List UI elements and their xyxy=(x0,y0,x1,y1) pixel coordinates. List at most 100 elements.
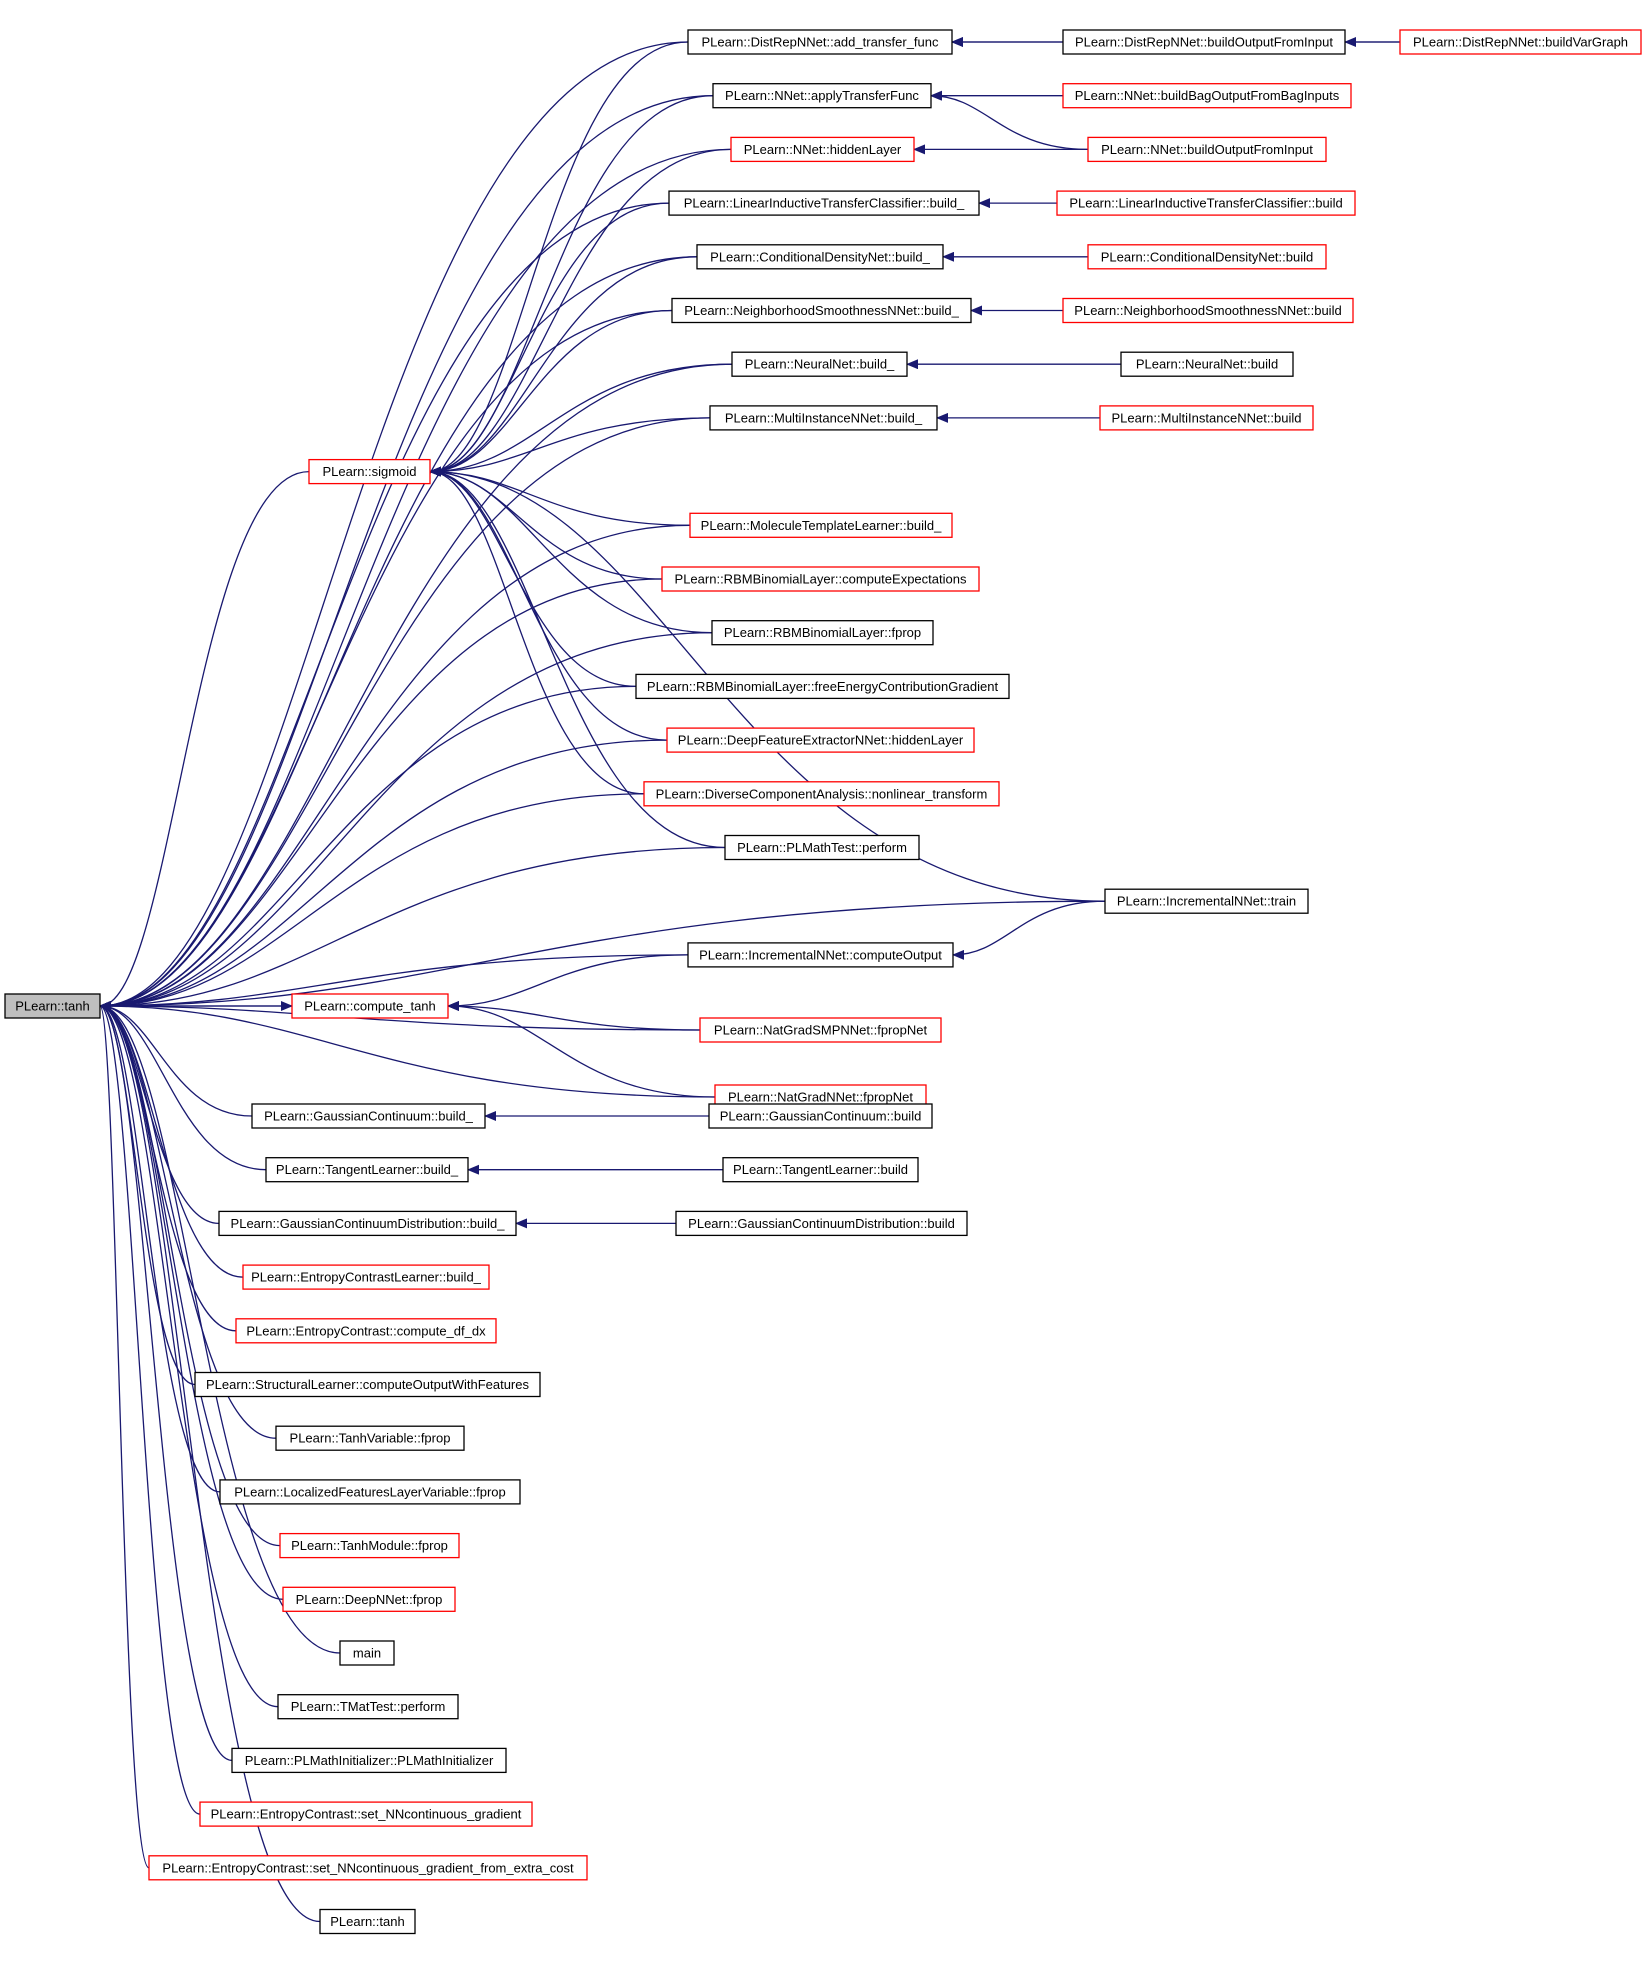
node-box xyxy=(277,1694,459,1720)
node-box xyxy=(671,297,972,324)
function-node[interactable]: PLearn::LinearInductiveTransferClassifie… xyxy=(1056,190,1356,216)
edge-n16-to-n0 xyxy=(99,417,711,1011)
edge-n1-to-n0 xyxy=(99,41,689,1011)
edge-n4-to-n0 xyxy=(99,95,714,1011)
function-node[interactable]: PLearn::DeepFeatureExtractorNNet::hidden… xyxy=(666,727,975,753)
function-node[interactable]: PLearn::NeuralNet::build xyxy=(1120,351,1294,377)
function-node[interactable]: PLearn::TangentLearner::build xyxy=(722,1157,919,1183)
function-node[interactable]: PLearn::IncrementalNNet::computeOutput xyxy=(687,942,954,968)
function-node[interactable]: PLearn::IncrementalNNet::train xyxy=(1104,888,1309,914)
edge-n22-to-n0 xyxy=(99,685,637,1011)
function-node[interactable]: PLearn::DistRepNNet::buildVarGraph xyxy=(1399,29,1642,55)
function-node[interactable]: PLearn::EntropyContrast::compute_df_dx xyxy=(235,1318,497,1344)
node-box xyxy=(231,1747,507,1774)
node-label: PLearn::EntropyContrast::set_NNcontinuou… xyxy=(162,1860,574,1875)
function-node[interactable]: PLearn::NeighborhoodSmoothnessNNet::buil… xyxy=(1062,297,1354,324)
function-node[interactable]: PLearn::LocalizedFeaturesLayerVariable::… xyxy=(219,1479,521,1505)
function-node[interactable]: PLearn::TanhModule::fprop xyxy=(279,1532,460,1559)
function-node[interactable]: PLearn::RBMBinomialLayer::freeEnergyCont… xyxy=(635,673,1010,700)
node-label: PLearn::NeighborhoodSmoothnessNNet::buil… xyxy=(684,303,959,318)
function-node[interactable]: PLearn::PLMathTest::perform xyxy=(724,834,920,861)
function-node[interactable]: PLearn::MultiInstanceNNet::build_ xyxy=(709,405,938,431)
node-label: PLearn::NatGradNNet::fpropNet xyxy=(728,1090,913,1105)
edge-n18-to-n0 xyxy=(99,470,310,1011)
node-label: PLearn::DistRepNNet::buildOutputFromInpu… xyxy=(1075,35,1333,50)
function-node[interactable]: PLearn::GaussianContinuum::build_ xyxy=(251,1103,486,1129)
edge-n25-to-n18 xyxy=(429,466,726,849)
function-node[interactable]: PLearn::DistRepNNet::add_transfer_func xyxy=(687,29,953,55)
function-node[interactable]: PLearn::MoleculeTemplateLearner::build_ xyxy=(689,512,953,538)
function-node[interactable]: main xyxy=(339,1640,395,1666)
function-node[interactable]: PLearn::TangentLearner::build_ xyxy=(265,1157,469,1183)
edge-n12-to-n18 xyxy=(429,309,673,477)
function-node[interactable]: PLearn::NeighborhoodSmoothnessNNet::buil… xyxy=(671,297,972,324)
function-node[interactable]: PLearn::EntropyContrast::set_NNcontinuou… xyxy=(148,1855,588,1881)
edge-n14-to-n18 xyxy=(429,363,733,477)
function-node[interactable]: PLearn::RBMBinomialLayer::computeExpecta… xyxy=(661,566,980,592)
node-box xyxy=(687,942,954,968)
edge-n27-to-n28 xyxy=(447,954,689,1011)
node-box xyxy=(731,351,908,377)
node-label: PLearn::ConditionalDensityNet::build_ xyxy=(710,249,930,264)
edge-n30-to-n28 xyxy=(447,1001,716,1098)
node-box xyxy=(666,727,975,753)
node-label: PLearn::StructuralLearner::computeOutput… xyxy=(206,1377,529,1392)
root-node[interactable]: PLearn::tanh xyxy=(4,993,101,1019)
function-node[interactable]: PLearn::NNet::buildBagOutputFromBagInput… xyxy=(1062,83,1352,109)
node-box xyxy=(4,993,101,1019)
node-box xyxy=(675,1210,968,1237)
node-label: PLearn::ConditionalDensityNet::build xyxy=(1101,249,1313,264)
node-box xyxy=(235,1318,497,1344)
edge-n21-to-n18 xyxy=(429,466,713,634)
function-node[interactable]: PLearn::TMatTest::perform xyxy=(277,1694,459,1720)
function-node[interactable]: PLearn::MultiInstanceNNet::build xyxy=(1099,405,1314,431)
function-node[interactable]: PLearn::EntropyContrastLearner::build_ xyxy=(242,1264,490,1290)
function-node[interactable]: PLearn::sigmoid xyxy=(308,458,431,485)
node-label: PLearn::DiverseComponentAnalysis::nonlin… xyxy=(656,786,988,801)
node-label: PLearn::DistRepNNet::buildVarGraph xyxy=(1413,35,1628,50)
function-node[interactable]: PLearn::LinearInductiveTransferClassifie… xyxy=(668,190,980,216)
node-label: PLearn::LocalizedFeaturesLayerVariable::… xyxy=(234,1484,505,1499)
edge-n37-to-n0 xyxy=(99,1001,244,1278)
function-node[interactable]: PLearn::NNet::hiddenLayer xyxy=(730,136,915,163)
node-box xyxy=(275,1425,465,1451)
node-box xyxy=(218,1210,517,1237)
function-node[interactable]: PLearn::GaussianContinuumDistribution::b… xyxy=(675,1210,968,1237)
node-box xyxy=(1120,351,1294,377)
node-box xyxy=(635,673,1010,700)
function-node[interactable]: PLearn::PLMathInitializer::PLMathInitial… xyxy=(231,1747,507,1774)
node-box xyxy=(242,1264,490,1290)
node-box xyxy=(643,781,1000,807)
function-node[interactable]: PLearn::compute_tanh xyxy=(291,993,449,1019)
edge-n23-to-n18 xyxy=(429,466,668,741)
node-label: PLearn::tanh xyxy=(15,999,89,1014)
function-node[interactable]: PLearn::ConditionalDensityNet::build_ xyxy=(696,244,944,270)
node-label: PLearn::DeepNNet::fprop xyxy=(296,1592,443,1607)
edge-n26-to-n27 xyxy=(952,900,1106,960)
function-node[interactable]: PLearn::DeepNNet::fprop xyxy=(282,1586,456,1612)
function-node[interactable]: PLearn::tanh xyxy=(319,1908,416,1935)
edge-n41-to-n0 xyxy=(99,1001,221,1493)
edge-n21-to-n0 xyxy=(99,632,713,1011)
function-node[interactable]: PLearn::DistRepNNet::buildOutputFromInpu… xyxy=(1062,29,1346,55)
function-node[interactable]: PLearn::StructuralLearner::computeOutput… xyxy=(194,1371,541,1398)
function-node[interactable]: PLearn::NatGradSMPNNet::fpropNet xyxy=(699,1017,942,1043)
function-node[interactable]: PLearn::RBMBinomialLayer::fprop xyxy=(711,620,934,646)
node-label: PLearn::LinearInductiveTransferClassifie… xyxy=(684,196,965,211)
function-node[interactable]: PLearn::NNet::buildOutputFromInput xyxy=(1087,136,1327,163)
function-node[interactable]: PLearn::GaussianContinuumDistribution::b… xyxy=(218,1210,517,1237)
edge-n24-to-n0 xyxy=(99,793,645,1011)
edge-n8-to-n18 xyxy=(429,202,670,477)
function-node[interactable]: PLearn::ConditionalDensityNet::build xyxy=(1087,244,1327,270)
node-box xyxy=(1062,297,1354,324)
edge-n30-to-n0 xyxy=(99,1001,716,1098)
function-node[interactable]: PLearn::DiverseComponentAnalysis::nonlin… xyxy=(643,781,1000,807)
node-label: PLearn::MultiInstanceNNet::build xyxy=(1111,410,1301,425)
function-node[interactable]: PLearn::TanhVariable::fprop xyxy=(275,1425,465,1451)
function-node[interactable]: PLearn::NeuralNet::build_ xyxy=(731,351,908,377)
function-node[interactable]: PLearn::NNet::applyTransferFunc xyxy=(712,83,932,109)
edge-n6-to-n18 xyxy=(429,148,732,477)
function-node[interactable]: PLearn::GaussianContinuum::build xyxy=(708,1103,933,1129)
node-box xyxy=(730,136,915,163)
function-node[interactable]: PLearn::EntropyContrast::set_NNcontinuou… xyxy=(199,1801,533,1827)
